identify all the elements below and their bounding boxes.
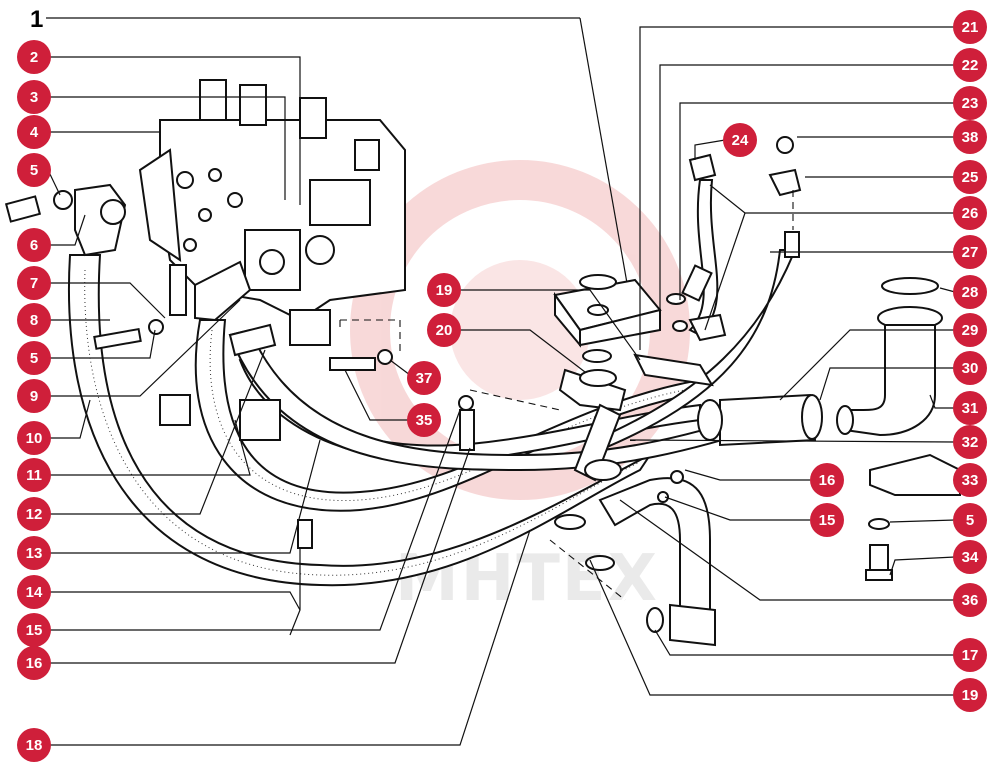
svg-text:30: 30 bbox=[962, 360, 979, 377]
callout-24[interactable]: 24 bbox=[723, 123, 757, 157]
callout-2[interactable]: 2 bbox=[17, 40, 51, 74]
callout-33[interactable]: 33 bbox=[953, 463, 987, 497]
callout-4[interactable]: 4 bbox=[17, 115, 51, 149]
callout-5-a[interactable]: 5 bbox=[17, 153, 51, 187]
svg-text:22: 22 bbox=[962, 57, 979, 74]
svg-text:21: 21 bbox=[962, 19, 979, 36]
svg-text:12: 12 bbox=[26, 506, 43, 523]
svg-text:37: 37 bbox=[416, 370, 433, 387]
svg-text:26: 26 bbox=[962, 205, 979, 222]
callout-26[interactable]: 26 bbox=[953, 196, 987, 230]
svg-text:9: 9 bbox=[30, 388, 38, 405]
svg-text:10: 10 bbox=[26, 430, 43, 447]
callout-23[interactable]: 23 bbox=[953, 86, 987, 120]
callout-29[interactable]: 29 bbox=[953, 313, 987, 347]
svg-text:15: 15 bbox=[819, 512, 836, 529]
svg-text:32: 32 bbox=[962, 434, 979, 451]
svg-text:11: 11 bbox=[26, 467, 42, 484]
callout-5-b[interactable]: 5 bbox=[17, 341, 51, 375]
callout-16-right[interactable]: 16 bbox=[810, 463, 844, 497]
left-fittings bbox=[4, 183, 313, 636]
svg-text:3: 3 bbox=[30, 89, 38, 106]
callout-15-left[interactable]: 15 bbox=[17, 613, 51, 647]
callout-20[interactable]: 20 bbox=[427, 313, 461, 347]
svg-text:17: 17 bbox=[962, 647, 979, 664]
callout-34[interactable]: 34 bbox=[953, 540, 987, 574]
callout-13[interactable]: 13 bbox=[17, 536, 51, 570]
svg-text:31: 31 bbox=[962, 400, 979, 417]
svg-text:2: 2 bbox=[30, 49, 38, 66]
diagram-number: 1 bbox=[30, 6, 43, 33]
right-parts bbox=[549, 136, 961, 647]
callout-28[interactable]: 28 bbox=[953, 275, 987, 309]
callout-6[interactable]: 6 bbox=[17, 228, 51, 262]
svg-text:16: 16 bbox=[26, 655, 43, 672]
callout-38[interactable]: 38 bbox=[953, 120, 987, 154]
callout-7[interactable]: 7 bbox=[17, 266, 51, 300]
svg-text:15: 15 bbox=[26, 622, 43, 639]
svg-text:5: 5 bbox=[30, 350, 38, 367]
callout-16-left[interactable]: 16 bbox=[17, 646, 51, 680]
svg-text:28: 28 bbox=[962, 284, 979, 301]
center-parts bbox=[329, 274, 662, 482]
svg-text:36: 36 bbox=[962, 592, 979, 609]
callout-12[interactable]: 12 bbox=[17, 497, 51, 531]
control-valve-block bbox=[138, 79, 406, 441]
hose-26 bbox=[688, 179, 719, 337]
svg-text:19: 19 bbox=[962, 687, 979, 704]
callout-10[interactable]: 10 bbox=[17, 421, 51, 455]
callout-5-right[interactable]: 5 bbox=[953, 503, 987, 537]
callout-14[interactable]: 14 bbox=[17, 575, 51, 609]
callout-25[interactable]: 25 bbox=[953, 160, 987, 194]
callout-21[interactable]: 21 bbox=[953, 10, 987, 44]
svg-text:29: 29 bbox=[962, 322, 979, 339]
watermark: MHTEX bbox=[350, 160, 690, 616]
callout-19-center[interactable]: 19 bbox=[427, 273, 461, 307]
callout-35[interactable]: 35 bbox=[407, 403, 441, 437]
svg-text:33: 33 bbox=[962, 472, 979, 489]
svg-text:19: 19 bbox=[436, 282, 453, 299]
svg-text:18: 18 bbox=[26, 737, 43, 754]
svg-text:8: 8 bbox=[30, 312, 38, 329]
svg-text:5: 5 bbox=[30, 162, 38, 179]
svg-text:6: 6 bbox=[30, 237, 38, 254]
callout-8[interactable]: 8 bbox=[17, 303, 51, 337]
callout-17[interactable]: 17 bbox=[953, 638, 987, 672]
svg-text:4: 4 bbox=[30, 124, 39, 141]
callout-3[interactable]: 3 bbox=[17, 80, 51, 114]
svg-text:20: 20 bbox=[436, 322, 453, 339]
svg-text:7: 7 bbox=[30, 275, 38, 292]
callouts: 2 3 4 5 6 7 8 5 9 10 11 12 13 14 15 16 1… bbox=[17, 10, 987, 762]
callout-36[interactable]: 36 bbox=[953, 583, 987, 617]
callout-11[interactable]: 11 bbox=[17, 458, 51, 492]
svg-text:23: 23 bbox=[962, 95, 979, 112]
svg-text:13: 13 bbox=[26, 545, 43, 562]
callout-37[interactable]: 37 bbox=[407, 361, 441, 395]
callout-27[interactable]: 27 bbox=[953, 235, 987, 269]
leader-line-1b bbox=[579, 17, 631, 301]
svg-text:27: 27 bbox=[962, 244, 979, 261]
callout-18[interactable]: 18 bbox=[17, 728, 51, 762]
callout-31[interactable]: 31 bbox=[953, 391, 987, 425]
svg-text:16: 16 bbox=[819, 472, 836, 489]
svg-text:14: 14 bbox=[26, 584, 43, 601]
svg-text:5: 5 bbox=[966, 512, 974, 529]
callout-22[interactable]: 22 bbox=[953, 48, 987, 82]
svg-text:34: 34 bbox=[962, 549, 979, 566]
svg-text:38: 38 bbox=[962, 129, 979, 146]
svg-text:25: 25 bbox=[962, 169, 979, 186]
callout-15-right[interactable]: 15 bbox=[810, 503, 844, 537]
callout-9[interactable]: 9 bbox=[17, 379, 51, 413]
svg-text:24: 24 bbox=[732, 132, 749, 149]
callout-30[interactable]: 30 bbox=[953, 351, 987, 385]
callout-32[interactable]: 32 bbox=[953, 425, 987, 459]
svg-text:35: 35 bbox=[416, 412, 433, 429]
callout-19-right[interactable]: 19 bbox=[953, 678, 987, 712]
